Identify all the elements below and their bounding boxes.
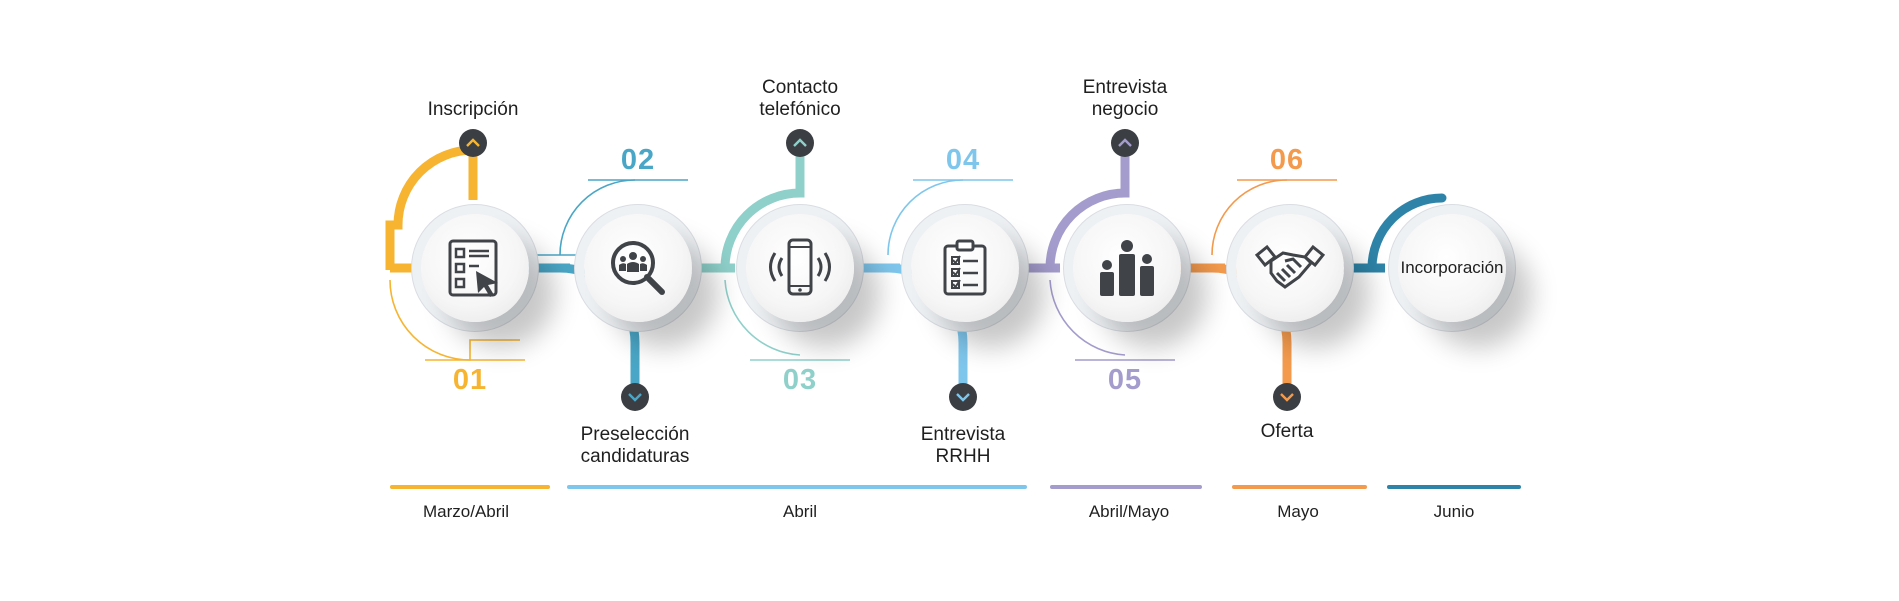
people-search-icon: [611, 241, 665, 295]
checklist-cursor-icon: [448, 239, 498, 297]
period-bar-abril-mayo: [1050, 485, 1202, 489]
period-label-mayo: Mayo: [1277, 502, 1319, 521]
period-bar-junio: [1387, 485, 1521, 489]
connector-step-6-thin: [1211, 179, 1288, 256]
step-4-number: 04: [945, 144, 981, 176]
connector-step-7-thick: [1367, 193, 1447, 273]
connector-step-5-thin: [1049, 279, 1126, 356]
connector-step-3-thick: [720, 150, 805, 269]
period-bar-mayo: [1232, 485, 1367, 489]
connector-step-5-thick: [1045, 150, 1130, 269]
period-label-marzo-abril: Marzo/Abril: [423, 502, 509, 521]
step-6-label: Oferta: [1260, 421, 1314, 442]
chevron-up-icon: [459, 129, 487, 157]
chevron-up-icon: [1111, 129, 1139, 157]
phone-ring-icon: [769, 238, 831, 296]
step-2-number: 02: [620, 144, 656, 176]
step-2-label-line1: Preselección: [580, 424, 690, 445]
step-2-node: [584, 214, 692, 322]
step-5-label-line1: Entrevista: [1082, 77, 1168, 98]
step-4-label-line1: Entrevista: [920, 424, 1006, 445]
step-5-node: [1073, 214, 1181, 322]
period-bar-abril: [567, 485, 1027, 489]
step-4-node: [911, 214, 1019, 322]
step-4-label-line2: RRHH: [935, 446, 991, 467]
chevron-down-icon: [1273, 383, 1301, 411]
period-label-abril-mayo: Abril/Mayo: [1088, 502, 1170, 521]
step-6-number: 06: [1269, 144, 1305, 176]
step-7-node: Incorporación: [1398, 214, 1506, 322]
clipboard-checklist-icon: [943, 239, 987, 296]
chevron-down-icon: [949, 383, 977, 411]
step-5-number: 05: [1107, 364, 1143, 396]
period-label-junio: Junio: [1433, 502, 1475, 521]
connector-step-3-thin: [724, 279, 801, 356]
step-5-label-line2: negocio: [1091, 99, 1159, 120]
step-1-number: 01: [452, 364, 488, 396]
chevron-up-icon: [786, 129, 814, 157]
step-7-label: Incorporación: [1400, 258, 1504, 277]
step-1-label: Inscripción: [427, 99, 519, 120]
handshake-icon: [1255, 244, 1325, 289]
connector-step-4-thin: [887, 179, 964, 256]
podium-people-icon: [1100, 240, 1154, 296]
step-3-label-line1: Contacto: [761, 77, 839, 98]
step-6-node: [1236, 214, 1344, 322]
step-3-label-line2: telefónico: [759, 99, 841, 120]
chevron-down-icon: [621, 383, 649, 411]
period-bar-marzo-abril: [390, 485, 550, 489]
step-1-node: [421, 214, 529, 322]
step-3-number: 03: [782, 364, 818, 396]
period-label-abril: Abril: [782, 502, 818, 521]
step-2-label-line2: candidaturas: [580, 446, 690, 467]
step-3-node: [746, 214, 854, 322]
connector-step-2-thin: [559, 179, 636, 256]
